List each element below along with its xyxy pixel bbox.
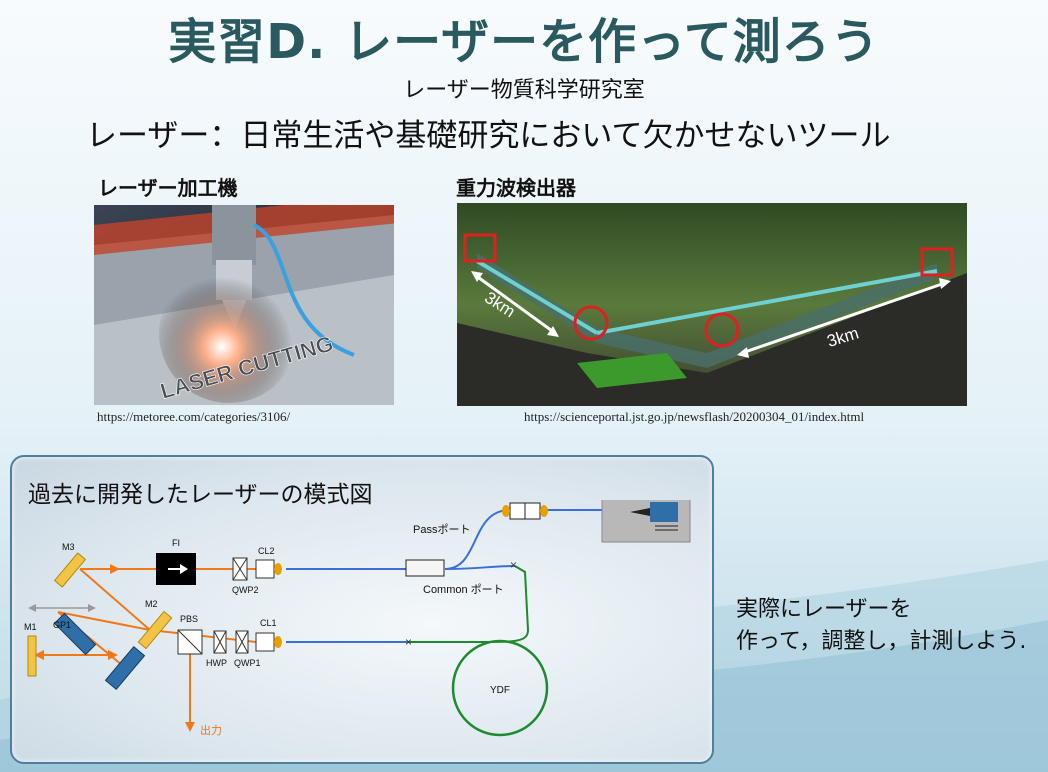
laser-cutting-photo: LASER CUTTING [94, 205, 394, 405]
laser-schematic-diagram: YDF × × Passポート Common ポート 出力 M3 M2 M1 G… [24, 500, 691, 737]
ydf-label: YDF [490, 685, 510, 696]
gw-detector-caption: 重力波検出器 [456, 176, 576, 200]
m2-label: M2 [145, 599, 158, 609]
mirror-m2 [137, 610, 173, 650]
cl1-label: CL1 [260, 618, 277, 628]
practice-note: 実際にレーザーを 作って，調整し，計測しよう. [736, 594, 1026, 658]
cl2-label: CL2 [258, 546, 275, 556]
note-line-2: 作って，調整し，計測しよう. [736, 629, 1027, 654]
lab-name: レーザー物質科学研究室 [403, 78, 645, 103]
pbs-label: PBS [180, 614, 198, 624]
collimator-cl2 [255, 559, 275, 579]
fi-label: FI [172, 538, 180, 548]
laser-cutter-caption: レーザー加工機 [98, 176, 238, 200]
common-port-label: Common ポート [423, 583, 504, 596]
m1-label: M1 [24, 622, 37, 632]
gp1-label: GP1 [53, 620, 71, 630]
fiber-splice-mark-bottom: × [405, 635, 412, 649]
m3-label: M3 [62, 542, 75, 552]
page-title: 実習D. レーザーを作って測ろう [168, 14, 880, 70]
right-figure-source: https://scienceportal.jst.go.jp/newsflas… [524, 409, 865, 424]
qwp1-label: QWP1 [234, 658, 261, 668]
left-figure-source: https://metoree.com/categories/3106/ [97, 409, 291, 424]
gravitational-wave-detector-photo: 3km 3km [457, 203, 967, 406]
mirror-m1 [27, 635, 37, 677]
pass-port-label: Passポート [413, 523, 470, 536]
mirror-m3 [53, 552, 87, 588]
qwp2-label: QWP2 [232, 585, 259, 595]
note-line-1: 実際にレーザーを [736, 597, 912, 622]
fiber-splice-mark-top: × [510, 558, 517, 572]
output-label: 出力 [200, 723, 222, 737]
grating-gp1-b [104, 645, 146, 691]
hwp-label: HWP [206, 658, 227, 668]
collimator-cl1 [255, 632, 275, 652]
circulator-box [405, 559, 445, 577]
grating-gp1-a [53, 612, 97, 656]
tagline: レーザー：日常生活や基礎研究において欠かせないツール [86, 118, 891, 154]
panel-title: 過去に開発したレーザーの模式図 [28, 482, 373, 508]
